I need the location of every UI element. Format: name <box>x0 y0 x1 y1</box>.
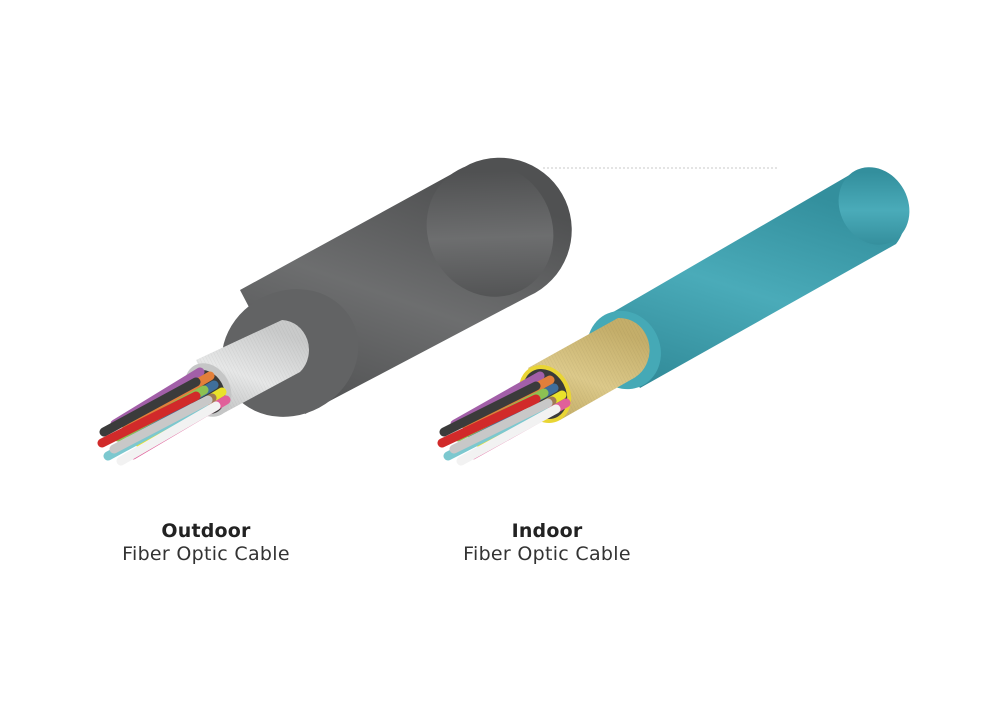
indoor-title: Indoor <box>511 520 583 542</box>
outdoor-caption: Outdoor Fiber Optic Cable <box>76 520 336 566</box>
outdoor-cable <box>97 157 572 466</box>
indoor-cable <box>437 167 910 466</box>
indoor-caption: Indoor Fiber Optic Cable <box>417 520 677 566</box>
indoor-subtitle: Fiber Optic Cable <box>463 543 631 565</box>
indoor-fibers <box>437 371 571 466</box>
outdoor-title: Outdoor <box>161 520 251 542</box>
outdoor-fibers <box>97 367 231 466</box>
indoor-jacket <box>596 169 906 388</box>
outdoor-subtitle: Fiber Optic Cable <box>122 543 290 565</box>
